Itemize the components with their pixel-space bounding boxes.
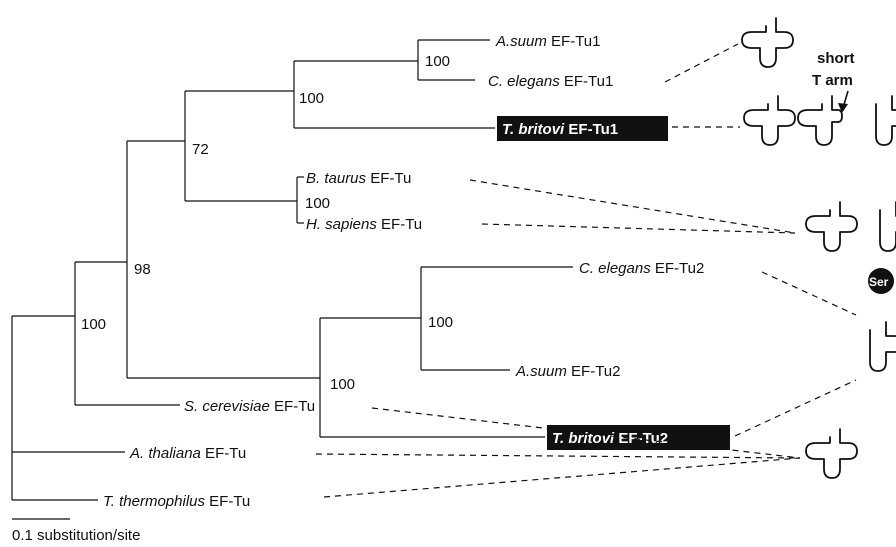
trna-partial-icon bbox=[879, 201, 896, 252]
taxon-label-tthermophilus: T. thermophilus EF-Tu bbox=[103, 493, 250, 510]
taxon-labels: A.suum EF-Tu1 C. elegans EF-Tu1 T. brito… bbox=[103, 33, 730, 510]
taxon-label-btaurus: B. taurus EF-Tu bbox=[306, 170, 411, 187]
short-t-arm-annotation: short T arm bbox=[812, 50, 855, 113]
taxon-label-asuum-tu2: A.suum EF-Tu2 bbox=[515, 363, 620, 380]
bootstrap-animal-yeast: 100 bbox=[81, 316, 106, 333]
trna-cloverleaf-icon bbox=[743, 95, 796, 146]
bootstrap-tu2: 100 bbox=[330, 376, 355, 393]
trna-cloverleaf-icon bbox=[741, 17, 794, 68]
annotation-short: short bbox=[817, 50, 855, 67]
connector-celegans-tu1 bbox=[664, 43, 739, 83]
bootstrap-tu2-inner: 100 bbox=[428, 314, 453, 331]
trna-cloverleaf-icon bbox=[805, 201, 858, 252]
bootstrap-values: 100 100 72 100 98 100 100 100 bbox=[81, 53, 453, 393]
taxon-label-tbritovi-tu2: T. britovi EF-Tu2 bbox=[552, 430, 668, 447]
connector-tbritovi-tu2 bbox=[734, 379, 857, 437]
ser-badge: Ser bbox=[868, 268, 894, 294]
annotation-t-arm: T arm bbox=[812, 72, 853, 89]
tree-branches bbox=[11, 39, 573, 501]
bootstrap-asuum-celegans-tu1: 100 bbox=[425, 53, 450, 70]
dashed-connectors bbox=[315, 43, 857, 498]
connector-tthermophilus bbox=[323, 457, 801, 498]
trna-cloverleaf-icon bbox=[805, 428, 858, 479]
bootstrap-tu1-tu2: 98 bbox=[134, 261, 151, 278]
taxon-label-hsapiens: H. sapiens EF-Tu bbox=[306, 216, 422, 233]
highlight-box-tbritovi-tu1 bbox=[497, 116, 668, 141]
connector-hsapiens bbox=[481, 223, 796, 234]
scale-bar-label: 0.1 substitution/site bbox=[12, 527, 140, 544]
ser-badge-circle bbox=[868, 268, 894, 294]
trna-partial-icon bbox=[875, 95, 896, 146]
connector-celegans-tu2 bbox=[761, 271, 857, 316]
bootstrap-mammal: 100 bbox=[305, 195, 330, 212]
bootstrap-tu1-mammal: 72 bbox=[192, 141, 209, 158]
annotation-arrowhead-icon bbox=[838, 103, 848, 113]
taxon-label-celegans-tu1: C. elegans EF-Tu1 bbox=[488, 73, 613, 90]
bootstrap-nematode-tu1: 100 bbox=[299, 90, 324, 107]
taxon-label-celegans-tu2: C. elegans EF-Tu2 bbox=[579, 260, 704, 277]
highlight-box-tbritovi-tu2 bbox=[547, 425, 730, 450]
taxon-label-athaliana: A. thaliana EF-Tu bbox=[129, 445, 246, 462]
scale-bar: 0.1 substitution/site bbox=[12, 518, 140, 544]
taxon-label-asuum-tu1: A.suum EF-Tu1 bbox=[495, 33, 600, 50]
taxon-label-tbritovi-tu1: T. britovi EF-Tu1 bbox=[502, 121, 618, 138]
connector-athaliana bbox=[315, 453, 801, 459]
trna-ser-icon bbox=[869, 321, 896, 372]
ser-badge-label: Ser bbox=[869, 275, 889, 289]
trna-short-t-arm-icon bbox=[797, 95, 843, 146]
taxon-label-scerevisiae: S. cerevisiae EF-Tu bbox=[184, 398, 315, 415]
connector-scerevisiae bbox=[371, 407, 801, 459]
